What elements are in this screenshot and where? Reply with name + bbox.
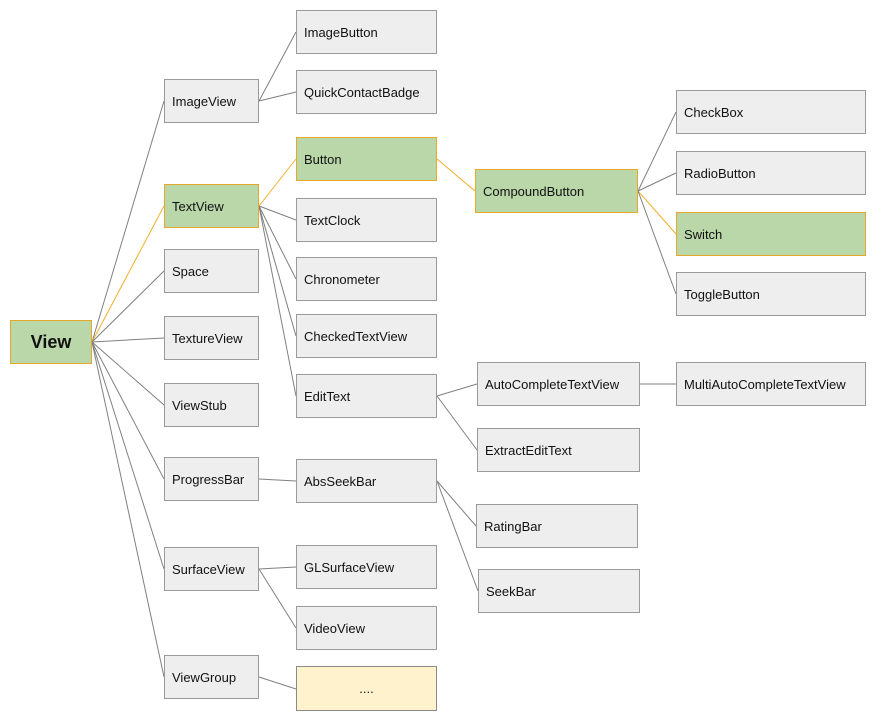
- node-textview: TextView: [164, 184, 259, 228]
- edge-textview-chronometer: [258, 205, 297, 280]
- node-imagebutton: ImageButton: [296, 10, 437, 54]
- node-glsurfaceview: GLSurfaceView: [296, 545, 437, 589]
- edge-textview-checkedtextview: [258, 205, 297, 337]
- node-surfaceview: SurfaceView: [164, 547, 259, 591]
- edge-surfaceview-glsurfaceview: [258, 566, 297, 570]
- edge-edittext-autocompletetextview: [436, 383, 478, 397]
- node-multiautocompletetextview: MultiAutoCompleteTextView: [676, 362, 866, 406]
- node-viewstub: ViewStub: [164, 383, 259, 427]
- node-checkbox: CheckBox: [676, 90, 866, 134]
- edge-compoundbutton-radiobutton: [637, 172, 677, 192]
- node-progressbar: ProgressBar: [164, 457, 259, 501]
- node-button: Button: [296, 137, 437, 181]
- edge-view-space: [91, 270, 165, 343]
- node-quickcontactbadge: QuickContactBadge: [296, 70, 437, 114]
- node-textclock: TextClock: [296, 198, 437, 242]
- edge-textview-button: [258, 158, 297, 207]
- edge-view-textview: [91, 205, 165, 343]
- edge-view-imageview: [91, 100, 165, 343]
- edge-edittext-extractedittext: [436, 395, 478, 451]
- edge-absseekbar-ratingbar: [436, 480, 477, 527]
- edge-view-textureview: [91, 337, 165, 343]
- node-switch: Switch: [676, 212, 866, 256]
- node-togglebutton: ToggleButton: [676, 272, 866, 316]
- node-autocompletetextview: AutoCompleteTextView: [477, 362, 640, 406]
- node-seekbar: SeekBar: [478, 569, 640, 613]
- edge-textview-edittext: [258, 205, 297, 397]
- edge-imageview-imagebutton: [258, 31, 297, 102]
- edge-view-surfaceview: [91, 341, 165, 570]
- node-ratingbar: RatingBar: [476, 504, 638, 548]
- edge-button-compoundbutton: [436, 158, 476, 192]
- edge-view-viewstub: [91, 341, 165, 406]
- edge-view-progressbar: [91, 341, 165, 480]
- node-checkedtextview: CheckedTextView: [296, 314, 437, 358]
- edge-surfaceview-videoview: [258, 568, 297, 629]
- edge-compoundbutton-togglebutton: [637, 190, 677, 295]
- node-absseekbar: AbsSeekBar: [296, 459, 437, 503]
- edge-viewgroup-more: [258, 676, 297, 690]
- edge-compoundbutton-checkbox: [637, 111, 677, 192]
- edge-progressbar-absseekbar: [258, 478, 297, 482]
- node-radiobutton: RadioButton: [676, 151, 866, 195]
- node-edittext: EditText: [296, 374, 437, 418]
- node-textureview: TextureView: [164, 316, 259, 360]
- edge-absseekbar-seekbar: [436, 480, 479, 592]
- node-extractedittext: ExtractEditText: [477, 428, 640, 472]
- edge-textview-textclock: [258, 205, 297, 221]
- node-chronometer: Chronometer: [296, 257, 437, 301]
- node-viewgroup: ViewGroup: [164, 655, 259, 699]
- node-space: Space: [164, 249, 259, 293]
- edge-view-viewgroup: [91, 341, 165, 678]
- node-more-placeholder: ....: [296, 666, 437, 711]
- node-compoundbutton: CompoundButton: [475, 169, 638, 213]
- edge-imageview-quickcontactbadge: [258, 91, 297, 102]
- node-view: View: [10, 320, 92, 364]
- node-imageview: ImageView: [164, 79, 259, 123]
- node-videoview: VideoView: [296, 606, 437, 650]
- edge-compoundbutton-switch: [637, 190, 677, 235]
